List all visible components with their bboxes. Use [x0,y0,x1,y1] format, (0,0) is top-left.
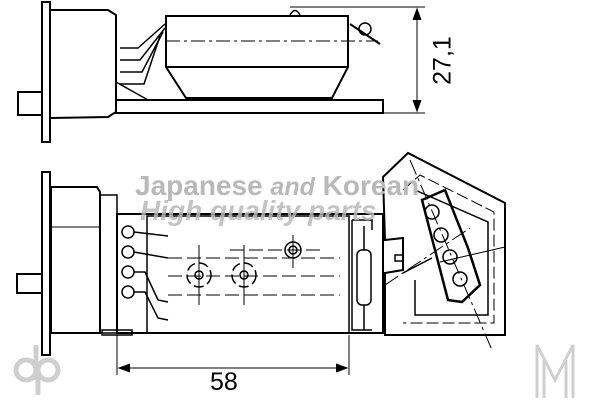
front-flange [41,171,51,356]
height-dimension-label: 27,1 [428,36,457,85]
front-resistor-plate [146,215,350,334]
top-shaft [17,91,43,116]
side-screws [424,204,468,287]
mount-holes [186,235,302,305]
width-dimension-label: 58 [210,368,238,396]
front-body [50,186,101,334]
watermark-japanese: Japanese [135,170,271,201]
front-shaft [16,273,43,294]
logo-right [535,344,575,398]
top-body [50,9,117,119]
top-base-plate [115,99,384,114]
top-flange [41,1,51,143]
watermark-korean: Korean [314,170,420,201]
terminal-block [420,188,482,304]
top-view [17,1,425,143]
top-resistor-box [165,15,349,99]
side-outline [381,151,506,336]
logo-left [13,345,61,395]
dimension-height [290,6,425,114]
watermark-and: and [270,173,315,201]
thermal-fuse [351,219,373,331]
center-lines [168,249,340,296]
terminals [121,225,169,321]
dimension-width [116,335,350,375]
front-view [16,171,384,375]
watermark-line2: High quality parts [140,195,377,226]
top-wires [115,23,166,101]
watermark-line1: Japanese and Korean [135,170,419,202]
side-view [381,151,506,351]
